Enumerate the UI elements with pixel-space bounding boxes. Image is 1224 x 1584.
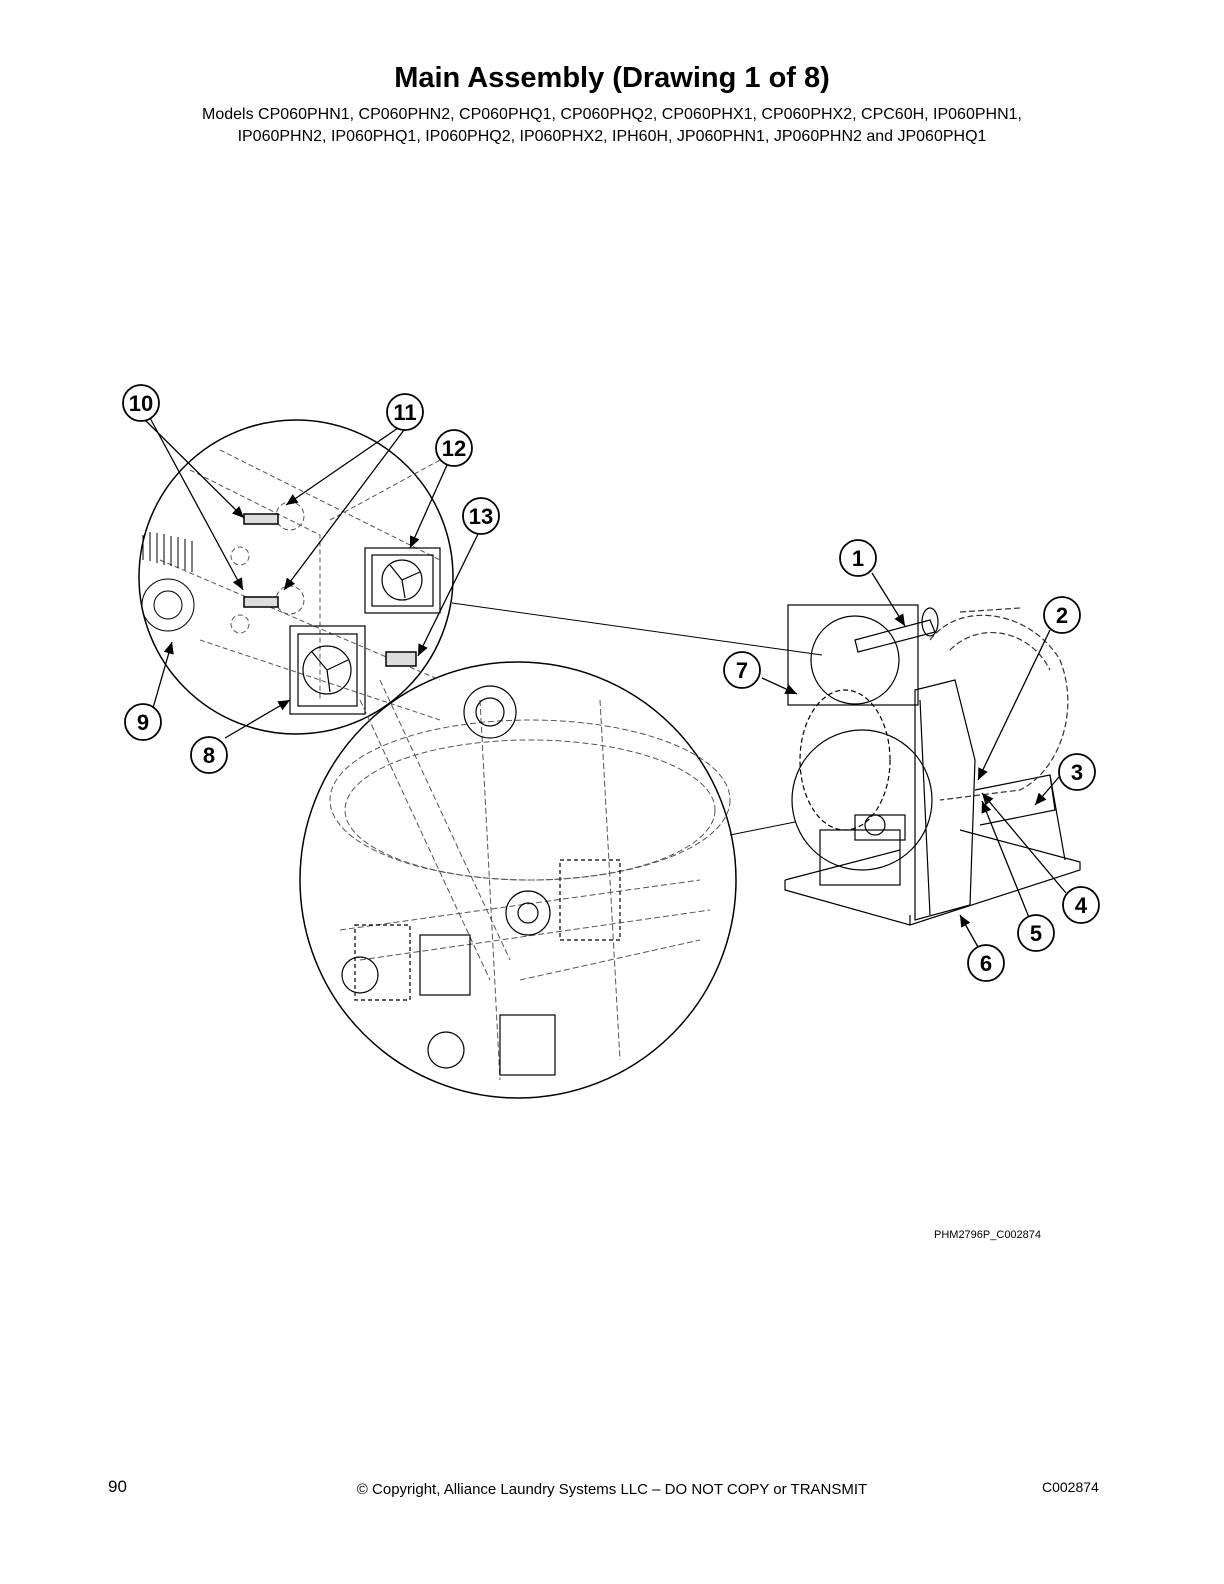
document-code: C002874 [1042,1479,1099,1495]
svg-text:9: 9 [137,710,149,735]
callout-12: 12 [435,429,473,467]
svg-text:7: 7 [736,658,748,683]
callout-7: 7 [723,651,761,689]
callout-9: 9 [124,703,162,741]
callout-8: 8 [190,736,228,774]
svg-text:1: 1 [852,546,864,571]
copyright-notice: © Copyright, Alliance Laundry Systems LL… [356,1481,868,1498]
fan-icon-lower [289,625,366,715]
svg-text:4: 4 [1075,893,1088,918]
svg-text:11: 11 [393,400,416,425]
svg-text:3: 3 [1071,760,1083,785]
svg-text:10: 10 [129,391,153,416]
drawing-code: PHM2796P_C002874 [934,1229,1042,1241]
callout-bubbles: 10 11 12 13 9 8 1 2 7 3 4 5 6 [122,384,1100,982]
svg-text:8: 8 [203,743,215,768]
models-line-1: Models CP060PHN1, CP060PHN2, CP060PHQ1, … [202,106,1022,123]
callout-3: 3 [1058,753,1096,791]
callout-11: 11 [386,393,424,431]
valve-fittings [243,513,417,667]
callout-1: 1 [839,539,877,577]
callout-10: 10 [122,384,160,422]
callout-2: 2 [1043,596,1081,634]
detail-view-lower [299,661,737,1099]
svg-text:6: 6 [980,951,992,976]
callout-6: 6 [967,944,1005,982]
svg-text:12: 12 [442,436,466,461]
callout-4: 4 [1062,886,1100,924]
fan-icon-upper [364,547,441,614]
callout-13: 13 [462,497,500,535]
page-number: 90 [108,1477,127,1496]
models-list: Models CP060PHN1, CP060PHN2, CP060PHQ1, … [112,104,1112,148]
page-title: Main Assembly (Drawing 1 of 8) [394,62,830,94]
callout-5: 5 [1017,914,1055,952]
svg-text:2: 2 [1056,603,1068,628]
svg-text:5: 5 [1030,921,1042,946]
machine-assembly [784,604,1081,926]
vent-grille [141,532,195,632]
leader-lines [142,417,1067,948]
models-line-2: IP060PHN2, IP060PHQ1, IP060PHQ2, IP060PH… [237,128,987,145]
detail-view-upper [138,419,454,735]
svg-text:13: 13 [469,504,493,529]
